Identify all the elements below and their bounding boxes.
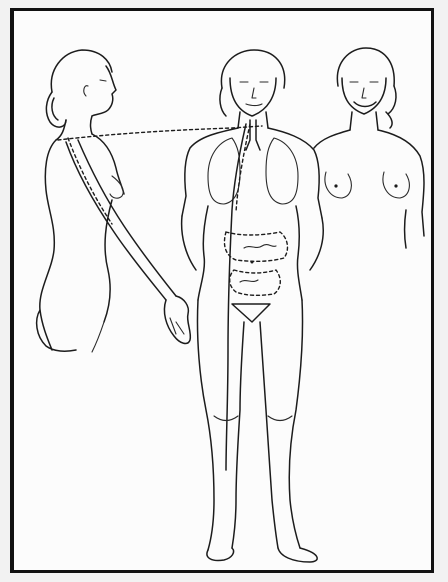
bust-figure	[314, 48, 424, 248]
side-view-figure	[37, 50, 191, 352]
